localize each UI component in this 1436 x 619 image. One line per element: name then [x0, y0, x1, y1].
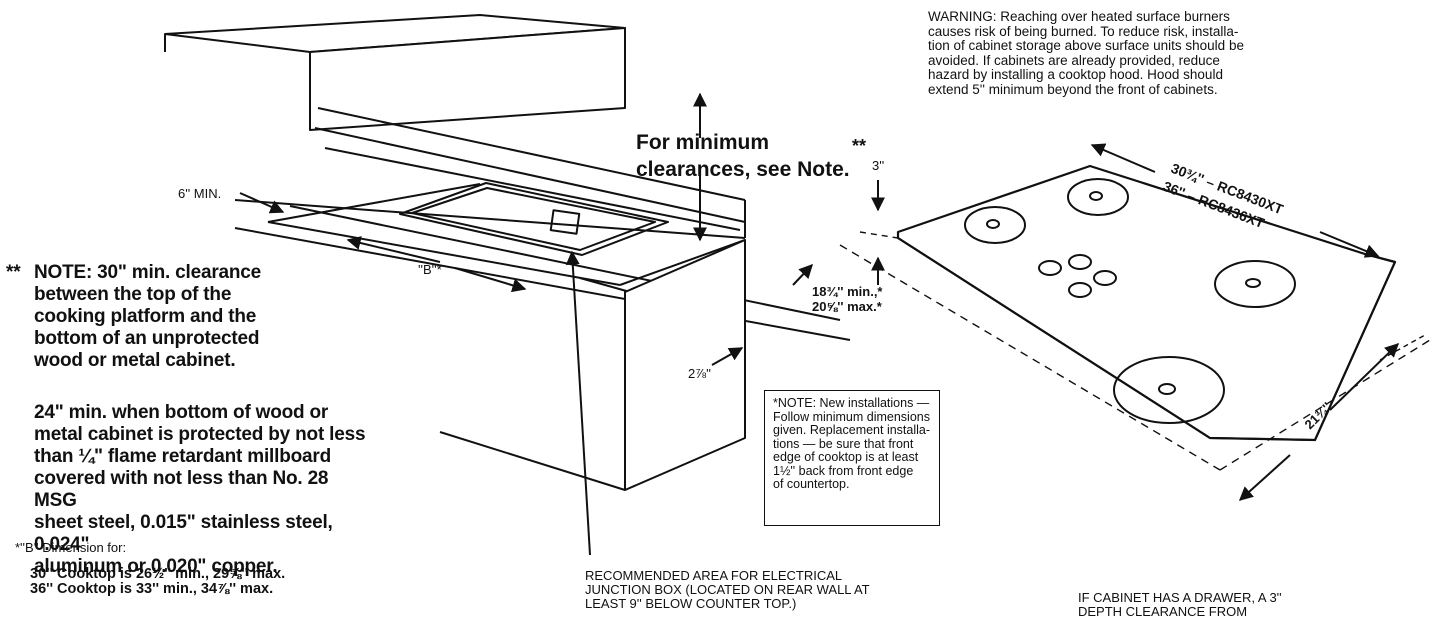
- protected-cabinet-note: 24" min. when bottom of wood or metal ca…: [34, 402, 374, 578]
- note-stars: **: [6, 262, 21, 283]
- two-seven-eighths-label: 2⅞'': [688, 366, 712, 381]
- note-line: between the top of the: [34, 284, 232, 305]
- note-line: than ¼" flame retardant millboard: [34, 446, 331, 467]
- junction-box-note: RECOMMENDED AREA FOR ELECTRICAL JUNCTION…: [585, 569, 945, 611]
- warning-line: causes risk of being burned. To reduce r…: [928, 23, 1239, 39]
- six-min-label: 6'' MIN.: [178, 186, 222, 201]
- box-note-line: *NOTE: New installations —: [773, 396, 930, 410]
- note-line: covered with not less than No. 28 MSG: [34, 468, 329, 511]
- base-cabinet: [439, 239, 746, 491]
- countertop: [234, 107, 851, 341]
- warning-line: tion of cabinet storage above surface un…: [928, 38, 1244, 53]
- note-line: NOTE: 30" min. clearance: [34, 262, 262, 283]
- box-note-line: given. Replacement installa-: [773, 423, 931, 437]
- warning-line: extend 5'' minimum beyond the front of c…: [928, 81, 1218, 97]
- min-clearance-line1: For minimum: [636, 131, 770, 154]
- warning-text: WARNING: Reaching over heated surface bu…: [928, 9, 1368, 97]
- warning-line: avoided. If cabinets are already provide…: [928, 52, 1220, 68]
- min-clearance-line2: clearances, see Note.: [636, 158, 850, 181]
- b-dimension-table: 30'' Cooktop is 26½'' min., 29⅝'' max. 3…: [30, 567, 285, 597]
- depth-min-label: 18¾'' min.,*: [812, 284, 883, 299]
- note-line: wood or metal cabinet.: [34, 350, 236, 371]
- depth-max-label: 20⅝'' max.*: [812, 299, 882, 314]
- b-dimension-label: ''B''*: [418, 262, 442, 277]
- b-dimension-row: 36'' Cooktop is 33'' min., 34⅞'' max.: [30, 581, 274, 597]
- three-inch-label: 3'': [872, 158, 885, 173]
- drawer-line: DEPTH CLEARANCE FROM: [1078, 604, 1248, 619]
- warning-line: WARNING: Reaching over heated surface bu…: [928, 9, 1230, 24]
- box-note-line: tions — be sure that front: [773, 436, 914, 451]
- b-dimension-title: *''B'' Dimension for:: [15, 540, 127, 555]
- stars-label: **: [852, 136, 867, 156]
- box-note-line: of countertop.: [773, 477, 850, 491]
- box-note-line: Follow minimum dimensions: [773, 409, 930, 424]
- note-line: 24" min. when bottom of wood or: [34, 402, 329, 423]
- box-note-line: 1½'' back from front edge: [773, 463, 914, 478]
- note-line: metal cabinet is protected by not less: [34, 424, 366, 445]
- junction-line: JUNCTION BOX (LOCATED ON REAR WALL AT: [585, 582, 870, 597]
- drawer-line: IF CABINET HAS A DRAWER, A 3'': [1078, 590, 1282, 605]
- box-note-line: edge of cooktop is at least: [773, 450, 919, 464]
- warning-line: hazard by installing a cooktop hood. Hoo…: [928, 67, 1223, 82]
- note-line: cooking platform and the: [34, 306, 257, 327]
- b-dimension-row: 30'' Cooktop is 26½'' min., 29⅝'' max.: [30, 566, 286, 582]
- note-line: bottom of an unprotected: [34, 328, 260, 349]
- installation-note-box: *NOTE: New installations — Follow minimu…: [764, 390, 940, 526]
- note-line: aluminum or 0.020" copper.: [34, 556, 278, 577]
- note-line: sheet steel, 0.015" stainless steel, 0.0…: [34, 512, 333, 555]
- upper-cabinet: [164, 14, 626, 131]
- min-clearance-callout: For minimum clearances, see Note.: [636, 129, 850, 183]
- junction-line: LEAST 9'' BELOW COUNTER TOP.): [585, 596, 797, 611]
- junction-line: RECOMMENDED AREA FOR ELECTRICAL: [585, 568, 843, 583]
